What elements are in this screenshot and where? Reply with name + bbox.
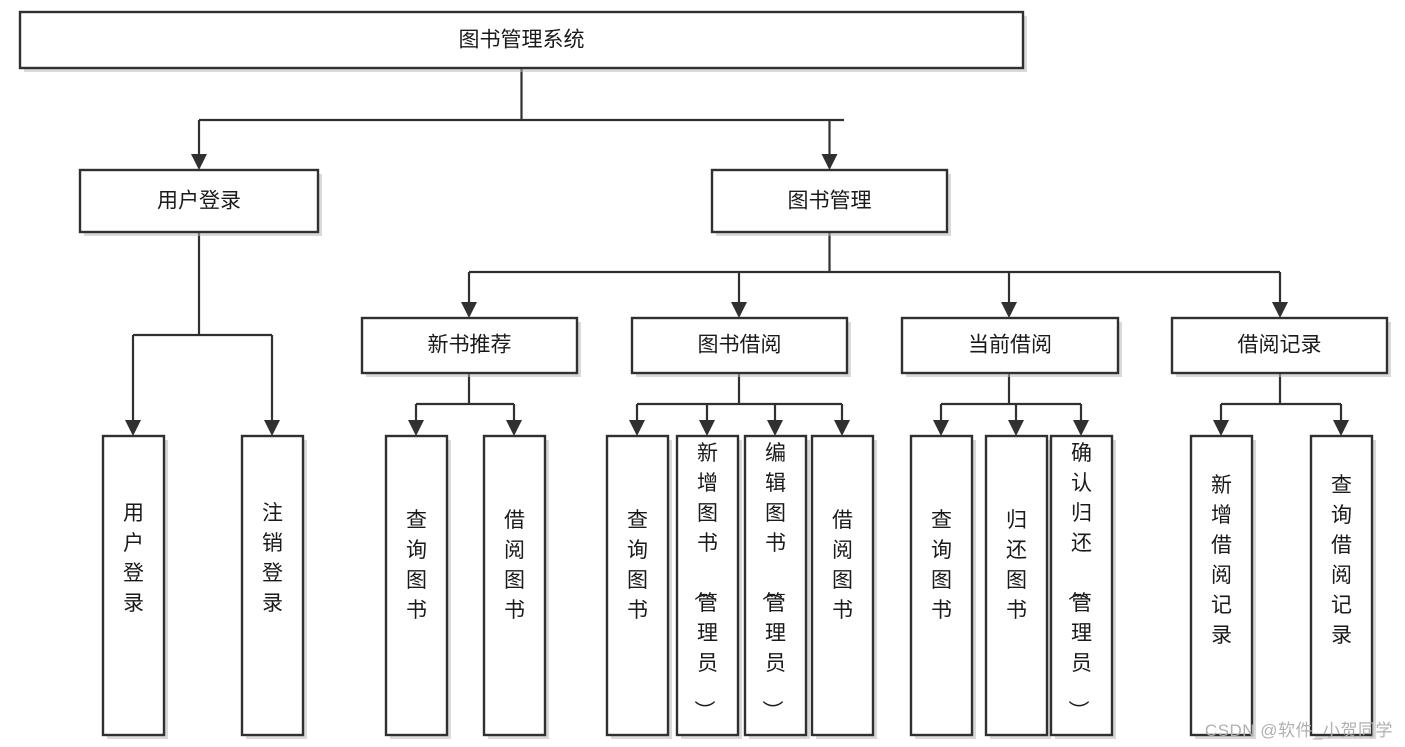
- leaf-borrow-book-label: 借阅图书: [832, 509, 853, 622]
- borrow-records-box: [1170, 316, 1389, 375]
- arrow-head-new-book-recommend: [461, 302, 477, 318]
- user-login-box: [78, 168, 320, 234]
- book-management-label: 图书管理: [788, 190, 872, 213]
- current-borrow-label: 当前借阅: [968, 334, 1052, 357]
- arrow-head-borrow-records: [1272, 302, 1288, 318]
- arrow-head-leaf-query-book-recommend: [408, 420, 424, 436]
- leaf-user-logout-label: 注销登录: [262, 502, 283, 615]
- leaf-add-book-label: 新增图书（管理员）: [692, 442, 718, 721]
- node-leaf-return-book[interactable]: 归还图书: [984, 434, 1051, 739]
- arrow-head-leaf-confirm-return: [1073, 420, 1089, 436]
- node-leaf-query-book-current[interactable]: 查询图书: [909, 434, 976, 739]
- arrow-head-leaf-add-book: [699, 420, 715, 436]
- leaf-query-book-borrow-box: [605, 434, 670, 737]
- node-leaf-query-book-recommend[interactable]: 查询图书: [384, 434, 451, 739]
- new-book-recommend-label: 新书推荐: [428, 334, 512, 357]
- node-leaf-confirm-return[interactable]: 确认归还（管理员）: [1049, 434, 1116, 739]
- arrow-head-leaf-return-book: [1008, 420, 1024, 436]
- leaf-borrow-book-box: [810, 434, 875, 737]
- node-leaf-borrow-book[interactable]: 借阅图书: [810, 434, 877, 739]
- leaf-query-book-current-box: [909, 434, 974, 737]
- arrow-head-leaf-query-book-current: [933, 420, 949, 436]
- leaf-add-borrow-record-box: [1189, 434, 1254, 737]
- arrow-head-leaf-user-logout: [264, 420, 280, 436]
- leaf-query-book-borrow-label: 查询图书: [627, 509, 648, 622]
- node-leaf-add-book[interactable]: 新增图书（管理员）: [675, 434, 742, 739]
- arrow-head-current-borrow: [1001, 302, 1017, 318]
- leaf-add-borrow-record-label: 新增借阅记录: [1211, 474, 1232, 647]
- leaf-user-login-box: [101, 434, 166, 737]
- arrow-head-leaf-user-login: [125, 420, 141, 436]
- node-leaf-user-login[interactable]: 用户登录: [101, 434, 168, 739]
- leaf-query-borrow-record-label: 查询借阅记录: [1331, 474, 1352, 647]
- borrow-records-label: 借阅记录: [1238, 334, 1322, 357]
- new-book-recommend-box: [360, 316, 579, 375]
- leaf-return-book-box: [984, 434, 1049, 737]
- node-leaf-borrow-book-recommend[interactable]: 借阅图书: [482, 434, 549, 739]
- leaf-edit-book-label: 编辑图书（管理员）: [760, 442, 786, 721]
- arrow-head-leaf-add-borrow-record: [1213, 420, 1229, 436]
- leaf-confirm-return-label: 确认归还（管理员）: [1066, 442, 1092, 721]
- node-new-book-recommend[interactable]: 新书推荐: [360, 316, 581, 377]
- leaf-query-book-recommend-label: 查询图书: [406, 509, 427, 622]
- root-box: [18, 10, 1025, 70]
- node-leaf-edit-book[interactable]: 编辑图书（管理员）: [743, 434, 810, 739]
- leaf-layer: 用户登录 注销登录 查询图书 借阅图书 查询图书 新增图书（管理员）: [101, 434, 1376, 739]
- leaf-query-book-recommend-box: [384, 434, 449, 737]
- leaf-add-book-box: [675, 434, 740, 737]
- node-leaf-query-borrow-record[interactable]: 查询借阅记录: [1309, 434, 1376, 739]
- arrow-head-leaf-edit-book: [767, 420, 783, 436]
- node-book-management[interactable]: 图书管理: [710, 168, 951, 236]
- leaf-query-borrow-record-box: [1309, 434, 1374, 737]
- arrow-head-leaf-query-book-borrow: [629, 420, 645, 436]
- node-leaf-query-book-borrow[interactable]: 查询图书: [605, 434, 672, 739]
- node-leaf-add-borrow-record[interactable]: 新增借阅记录: [1189, 434, 1256, 739]
- arrow-head-leaf-query-borrow-record: [1333, 420, 1349, 436]
- book-borrow-box: [630, 316, 849, 375]
- root-label: 图书管理系统: [459, 29, 585, 52]
- leaf-user-login-label: 用户登录: [123, 502, 144, 615]
- leaf-user-logout-box: [240, 434, 305, 737]
- node-root[interactable]: 图书管理系统: [18, 10, 1027, 72]
- arrow-head-book-borrow: [731, 302, 747, 318]
- node-borrow-records[interactable]: 借阅记录: [1170, 316, 1391, 377]
- arrow-head-leaf-borrow-book: [834, 420, 850, 436]
- node-current-borrow[interactable]: 当前借阅: [900, 316, 1122, 377]
- node-book-borrow[interactable]: 图书借阅: [630, 316, 851, 377]
- node-leaf-user-logout[interactable]: 注销登录: [240, 434, 307, 739]
- node-user-login[interactable]: 用户登录: [78, 168, 322, 236]
- connector-layer: [125, 68, 1349, 436]
- arrow-head-user-login: [191, 154, 207, 170]
- arrow-head-book-management: [821, 154, 838, 170]
- book-management-box: [710, 168, 949, 234]
- leaf-confirm-return-box: [1049, 434, 1114, 737]
- book-borrow-label: 图书借阅: [698, 334, 782, 357]
- leaf-borrow-book-recommend-label: 借阅图书: [504, 509, 525, 622]
- csdn-watermark: CSDN @软件_小贺同学: [1204, 721, 1393, 740]
- leaf-return-book-label: 归还图书: [1006, 509, 1027, 622]
- leaf-borrow-book-recommend-box: [482, 434, 547, 737]
- user-login-label: 用户登录: [157, 190, 241, 213]
- leaf-query-book-current-label: 查询图书: [931, 509, 952, 622]
- current-borrow-box: [900, 316, 1120, 375]
- arrow-head-leaf-borrow-book-recommend: [506, 420, 522, 436]
- leaf-edit-book-box: [743, 434, 808, 737]
